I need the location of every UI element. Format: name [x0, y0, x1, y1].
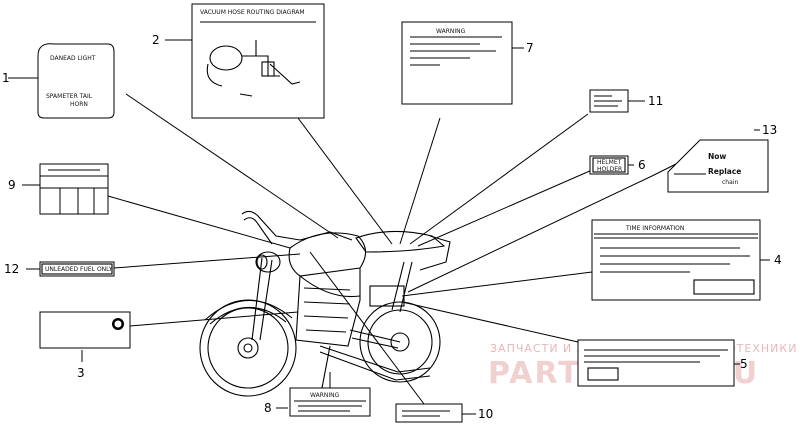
label-part-3	[39, 311, 131, 349]
callout-2: 2	[152, 33, 160, 47]
label-part-8: WARNING	[289, 387, 371, 417]
label-part-2: VACUUM HOSE ROUTING DIAGRAM	[191, 3, 325, 119]
label-part-5	[577, 339, 735, 387]
label-7-title: WARNING	[436, 28, 466, 35]
label-2-title: VACUUM HOSE ROUTING DIAGRAM	[200, 9, 305, 16]
motorcycle-illustration	[199, 210, 451, 397]
label-13-now: Now	[708, 152, 726, 161]
label-6-line1: HELMET	[597, 159, 622, 166]
label-part-6: HELMET HOLDER	[589, 155, 629, 175]
callout-3: 3	[77, 366, 85, 380]
label-part-10	[395, 403, 463, 423]
callout-4: 4	[774, 253, 782, 267]
leader-lines	[8, 39, 770, 415]
callout-7: 7	[526, 41, 534, 55]
callout-13: 13	[762, 123, 777, 137]
label-part-11	[589, 89, 629, 113]
label-12-text: UNLEADED FUEL ONLY	[45, 266, 113, 273]
callout-6: 6	[638, 158, 646, 172]
label-part-1: DANEAD LIGHT SPAMETER TAIL HORN	[37, 43, 115, 119]
callout-numbers: 1 2 3 4 5 6 7 8 9 10 11 12 13	[2, 33, 782, 421]
label-part-4: TIME INFORMATION	[591, 219, 761, 301]
callout-9: 9	[8, 178, 16, 192]
label-13-chain: chain	[722, 179, 738, 186]
label-13-replace: Replace	[708, 167, 741, 176]
label-1-line1: DANEAD LIGHT	[50, 55, 96, 62]
label-4-title: TIME INFORMATION	[625, 225, 684, 232]
label-8-title: WARNING	[310, 392, 340, 399]
callout-8: 8	[264, 401, 272, 415]
callout-5: 5	[740, 357, 748, 371]
label-1-line3: HORN	[70, 101, 88, 108]
label-part-12: UNLEADED FUEL ONLY	[39, 261, 115, 277]
callout-11: 11	[648, 94, 663, 108]
label-1-line2: SPAMETER TAIL	[46, 93, 93, 100]
callout-1: 1	[2, 71, 10, 85]
callout-12: 12	[4, 262, 19, 276]
label-6-line2: HOLDER	[597, 166, 622, 173]
label-part-13: Now Replace chain	[667, 139, 769, 193]
label-part-9	[39, 163, 109, 215]
callout-10: 10	[478, 407, 493, 421]
label-part-7: WARNING	[401, 21, 513, 105]
